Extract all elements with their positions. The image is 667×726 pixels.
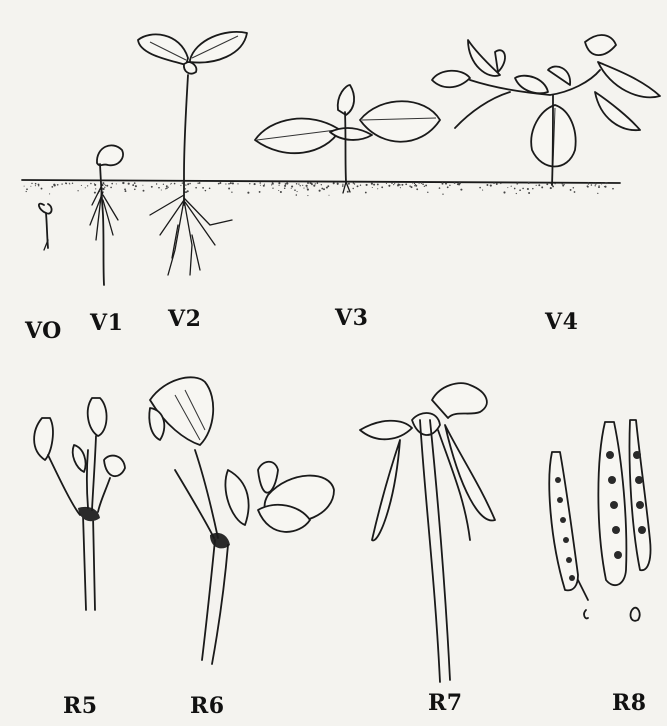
stage-v2-seedling [138,32,247,275]
stage-label-r8: R8 [612,690,647,716]
stage-label-v4: V4 [545,309,578,335]
stage-label-v3: V3 [335,305,368,331]
stage-r6-plant [149,377,334,664]
stage-r7-plant [360,383,495,682]
stage-label-r6: R6 [190,693,225,719]
stage-v1-seedling [90,145,123,285]
stage-v0-seedling [39,204,52,250]
stage-label-v0: VO [25,318,62,344]
stage-label-r5: R5 [63,693,98,719]
stage-label-r7: R7 [428,690,463,716]
stage-r8-pods [549,420,650,621]
stage-r5-stem [34,398,125,610]
stage-v3-plant [255,85,440,193]
stage-label-v1: V1 [90,310,123,336]
stage-label-v2: V2 [168,306,201,332]
stage-v4-plant [432,35,660,185]
soil-surface [22,180,620,196]
